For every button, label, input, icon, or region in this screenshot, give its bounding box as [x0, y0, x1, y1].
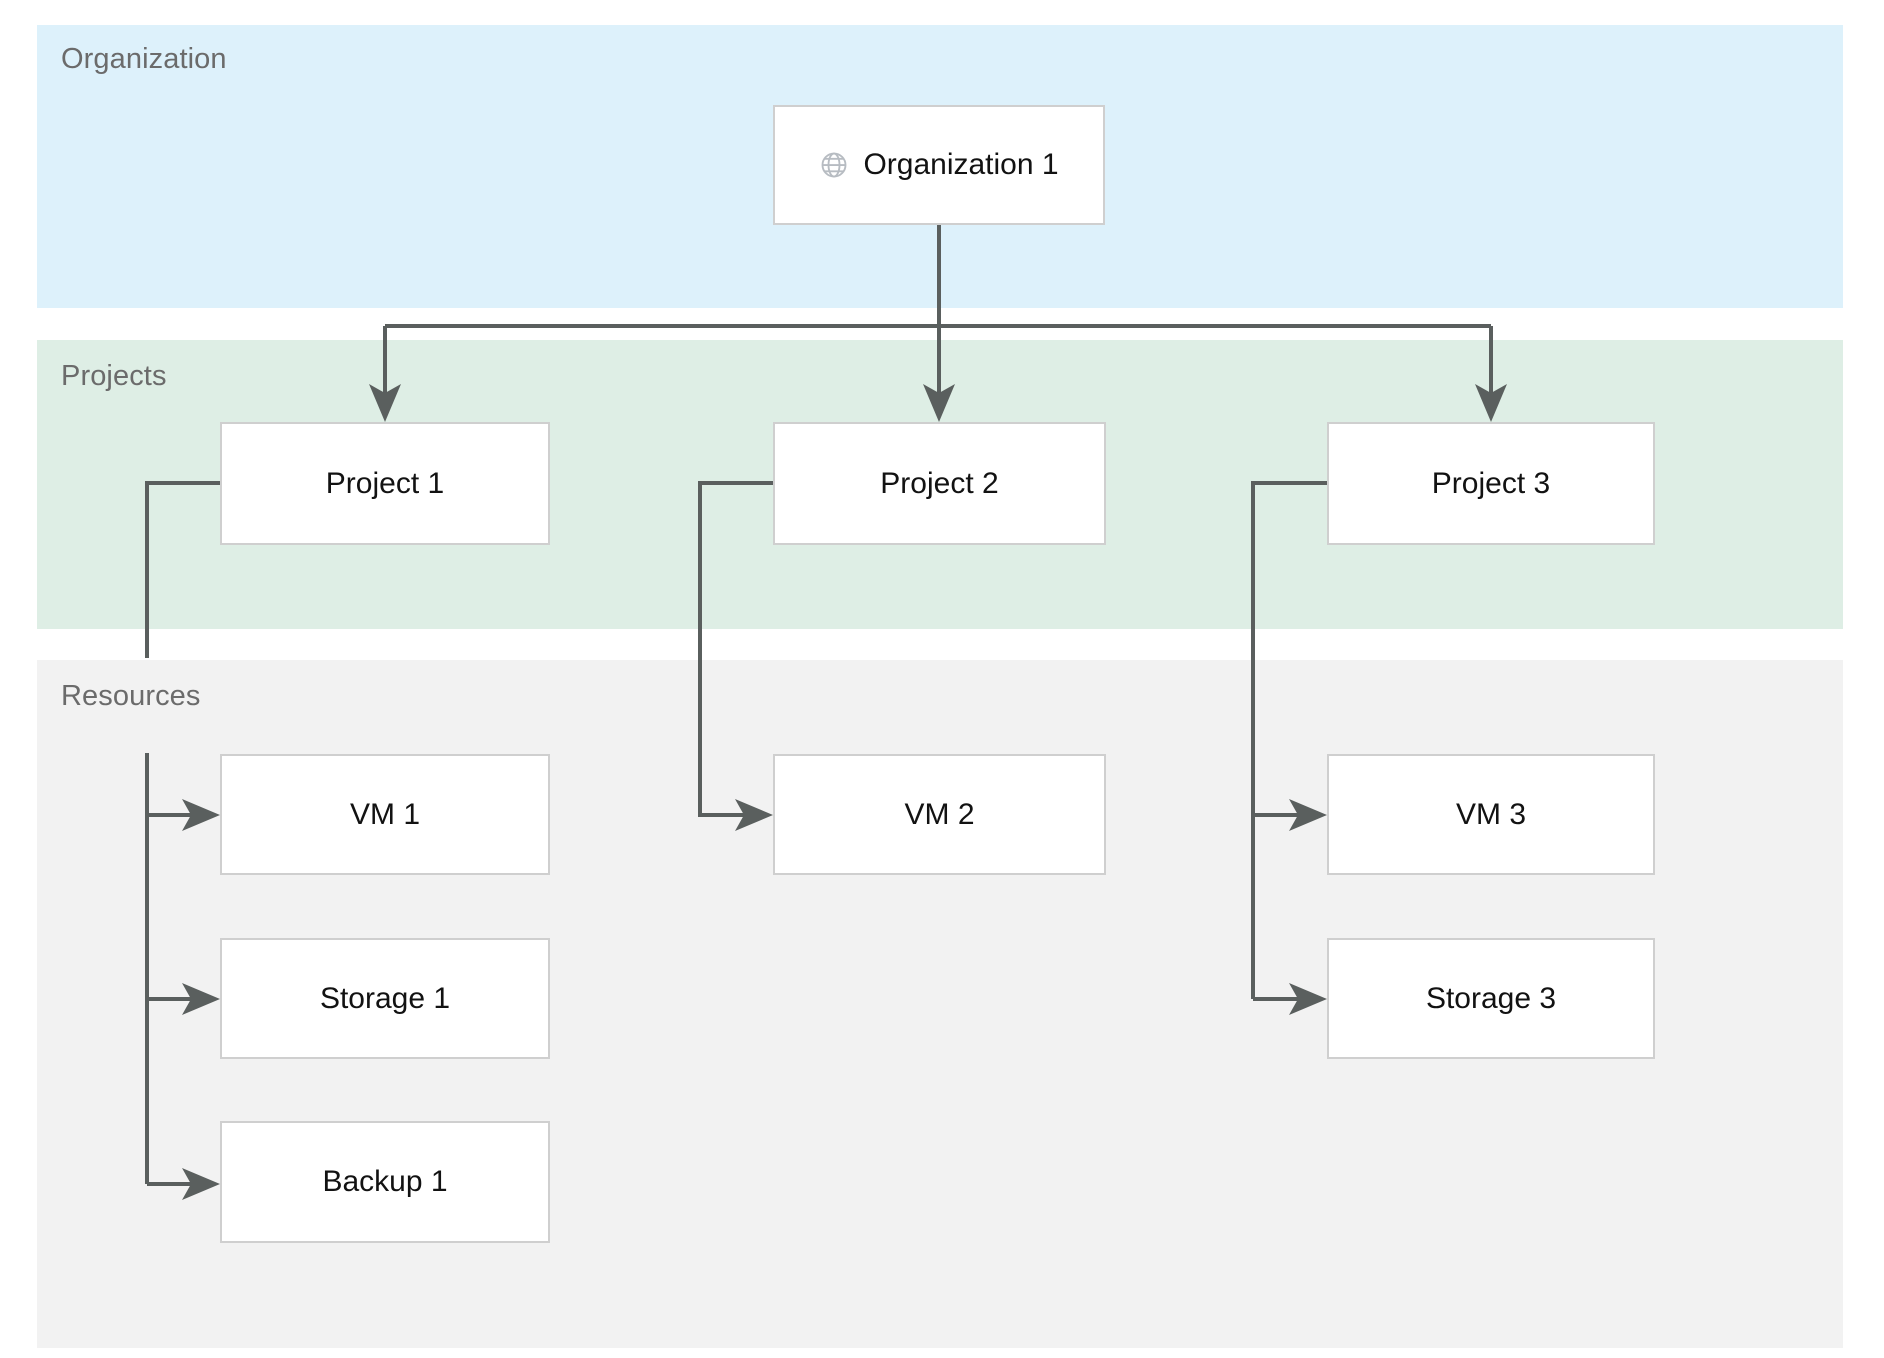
node-label: Backup 1	[322, 1165, 448, 1198]
band-label-projects: Projects	[61, 360, 167, 392]
node-label: Project 1	[325, 466, 445, 500]
node-label: Storage 3	[1425, 981, 1557, 1015]
node-label: Organization 1	[863, 148, 1059, 181]
node-label: VM 2	[904, 797, 975, 831]
node-label: VM 3	[1455, 797, 1527, 831]
node-project-1[interactable]: Project 1	[220, 422, 550, 545]
node-vm-3[interactable]: VM 3	[1327, 754, 1655, 875]
node-vm-1[interactable]: VM 1	[220, 754, 550, 875]
node-label: Project 3	[1431, 466, 1551, 500]
band-label-resources: Resources	[61, 680, 201, 712]
node-label: Project 2	[880, 466, 999, 500]
band-label-organization: Organization	[61, 43, 227, 75]
node-vm-2[interactable]: VM 2	[773, 754, 1106, 875]
node-label: Storage 1	[319, 981, 451, 1015]
node-label: VM 1	[349, 797, 421, 831]
node-organization-1[interactable]: Organization 1	[773, 105, 1105, 225]
node-project-3[interactable]: Project 3	[1327, 422, 1655, 545]
node-storage-3[interactable]: Storage 3	[1327, 938, 1655, 1059]
node-storage-1[interactable]: Storage 1	[220, 938, 550, 1059]
node-backup-1[interactable]: Backup 1	[220, 1121, 550, 1243]
node-project-2[interactable]: Project 2	[773, 422, 1106, 545]
globe-icon	[819, 150, 849, 180]
